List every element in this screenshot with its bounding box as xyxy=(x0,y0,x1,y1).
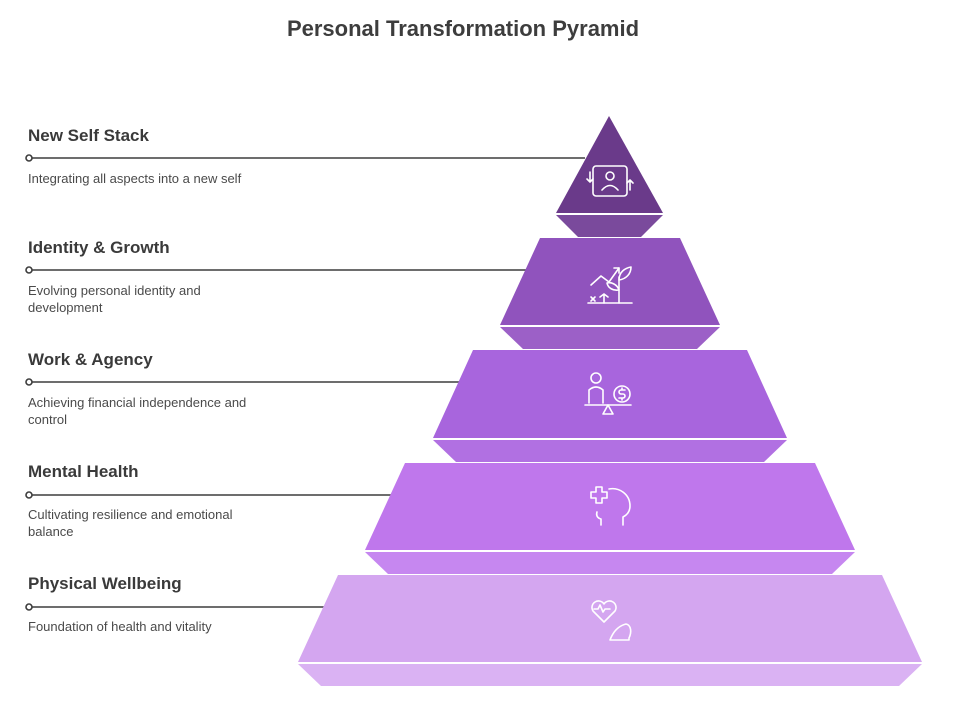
growth-plant-icon xyxy=(587,266,633,304)
level-shade-new-self-stack xyxy=(556,215,663,237)
level-heading: Work & Agency xyxy=(28,350,153,369)
level-text-mental-health: Mental Health Cultivating resilience and… xyxy=(28,462,278,540)
level-face-physical-wellbeing xyxy=(298,575,922,662)
level-shade-identity-growth xyxy=(500,327,720,349)
connector-dot-identity-growth xyxy=(25,266,33,274)
level-text-identity-growth: Identity & Growth Evolving personal iden… xyxy=(28,238,278,316)
level-face-new-self-stack xyxy=(556,116,663,213)
pyramid-level-identity-growth xyxy=(500,238,720,349)
level-description: Evolving personal identity and developme… xyxy=(28,283,201,315)
level-description: Achieving financial independence and con… xyxy=(28,395,247,427)
connector-lines xyxy=(25,154,585,611)
level-text-physical-wellbeing: Physical Wellbeing Foundation of health … xyxy=(28,574,278,635)
level-face-mental-health xyxy=(365,463,855,550)
page-title: Personal Transformation Pyramid xyxy=(286,16,640,41)
level-text-work-agency: Work & Agency Achieving financial indepe… xyxy=(28,350,278,428)
level-face-work-agency xyxy=(433,350,787,438)
level-description: Foundation of health and vitality xyxy=(28,619,212,634)
level-heading: Mental Health xyxy=(28,462,139,481)
level-heading: New Self Stack xyxy=(28,126,149,145)
level-heading: Physical Wellbeing xyxy=(28,574,182,593)
level-text-new-self-stack: New Self Stack Integrating all aspects i… xyxy=(28,126,278,187)
level-description: Integrating all aspects into a new self xyxy=(28,171,242,186)
pyramid-level-physical-wellbeing xyxy=(298,575,922,686)
level-shade-work-agency xyxy=(433,440,787,462)
connector-dot-physical-wellbeing xyxy=(25,603,33,611)
connector-dot-mental-health xyxy=(25,491,33,499)
level-heading: Identity & Growth xyxy=(28,238,170,257)
connector-dot-new-self-stack xyxy=(25,154,33,162)
heart-strength-icon xyxy=(591,600,632,641)
transformation-profile-icon xyxy=(586,165,634,197)
pyramid-level-work-agency xyxy=(433,350,787,462)
level-shade-physical-wellbeing xyxy=(298,664,922,686)
connector-dot-work-agency xyxy=(25,378,33,386)
pyramid-level-new-self-stack xyxy=(556,116,663,237)
pyramid-level-mental-health xyxy=(365,463,855,574)
level-shade-mental-health xyxy=(365,552,855,574)
mind-health-icon xyxy=(590,486,631,526)
person-balance-dollar-icon xyxy=(584,372,632,415)
level-description: Cultivating resilience and emotional bal… xyxy=(28,507,233,539)
